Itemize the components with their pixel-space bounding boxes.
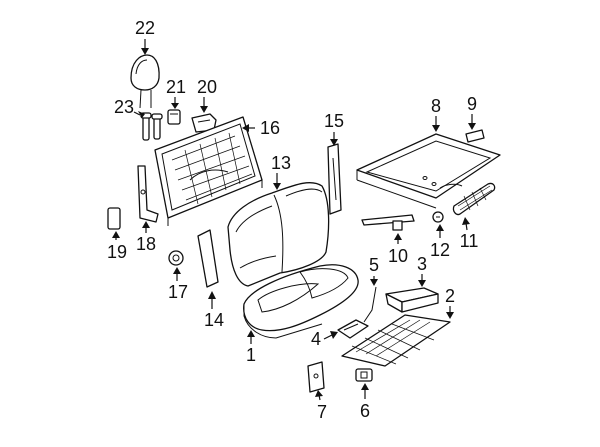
callout-label: 7 [317, 402, 327, 422]
callout-10[interactable]: 10 [388, 233, 408, 266]
callout-2[interactable]: 2 [445, 286, 455, 319]
callout-3[interactable]: 3 [417, 254, 427, 287]
callout-1[interactable]: 1 [246, 330, 256, 365]
callout-label: 5 [369, 255, 379, 275]
mesh-grille-part [452, 182, 496, 216]
callout-15[interactable]: 15 [324, 111, 344, 146]
callout-label: 21 [166, 77, 186, 97]
headrest-guide-part [140, 112, 163, 141]
seat-back-frame-part [154, 116, 263, 226]
callout-label: 9 [467, 94, 477, 114]
latch-part [191, 113, 217, 133]
callout-23[interactable]: 23 [114, 97, 145, 118]
hinge-cover-part [107, 207, 121, 230]
callout-18[interactable]: 18 [136, 221, 156, 254]
release-clip-part [167, 109, 181, 125]
callout-label: 11 [460, 231, 479, 251]
callout-label: 17 [168, 282, 188, 302]
callout-label: 18 [136, 234, 156, 254]
side-trim-panel-part [327, 143, 342, 215]
callout-11[interactable]: 11 [460, 217, 479, 251]
insulator-pad-part [385, 287, 439, 313]
bracket-part [307, 361, 325, 393]
tray-part [337, 319, 369, 339]
retainer-clip-part [355, 368, 373, 382]
callout-19[interactable]: 19 [107, 231, 127, 262]
callout-20[interactable]: 20 [197, 77, 217, 113]
callout-label: 22 [135, 18, 155, 38]
callout-label: 20 [197, 77, 217, 97]
callout-13[interactable]: 13 [271, 153, 291, 190]
rod-part [363, 286, 377, 323]
callout-label: 1 [246, 345, 256, 365]
lower-trim-part [197, 229, 219, 288]
callout-14[interactable]: 14 [204, 291, 224, 330]
callout-7[interactable]: 7 [315, 390, 327, 422]
callout-label: 15 [324, 111, 344, 131]
callout-label: 4 [311, 329, 321, 349]
callout-label: 19 [107, 242, 127, 262]
callout-12[interactable]: 12 [430, 224, 450, 260]
callout-22[interactable]: 22 [135, 18, 155, 55]
seat-cushion-part [243, 264, 359, 339]
hinge-bracket-part [137, 165, 159, 223]
callout-16[interactable]: 16 [242, 118, 280, 138]
support-bar-part [361, 214, 415, 231]
callout-4[interactable]: 4 [311, 329, 338, 349]
callout-label: 13 [271, 153, 291, 173]
callout-label: 2 [445, 286, 455, 306]
callout-label: 8 [431, 96, 441, 116]
callout-8[interactable]: 8 [431, 96, 441, 132]
callout-9[interactable]: 9 [467, 94, 477, 130]
callout-21[interactable]: 21 [166, 77, 186, 109]
callout-label: 23 [114, 97, 134, 117]
bolt-part [432, 211, 444, 223]
callout-label: 6 [360, 401, 370, 421]
callout-5[interactable]: 5 [369, 255, 379, 286]
callout-label: 10 [388, 246, 408, 266]
seat-back-cushion-part [227, 182, 330, 287]
callout-17[interactable]: 17 [168, 267, 188, 302]
bushing-part [168, 250, 184, 266]
callout-6[interactable]: 6 [360, 383, 370, 421]
callout-label: 12 [430, 240, 450, 260]
cargo-tray-part [356, 133, 501, 209]
headrest-part [130, 54, 160, 109]
callout-label: 16 [260, 118, 280, 138]
floor-panel-part [341, 314, 451, 367]
cap-part [465, 129, 485, 143]
callout-label: 3 [417, 254, 427, 274]
callout-label: 14 [204, 310, 224, 330]
